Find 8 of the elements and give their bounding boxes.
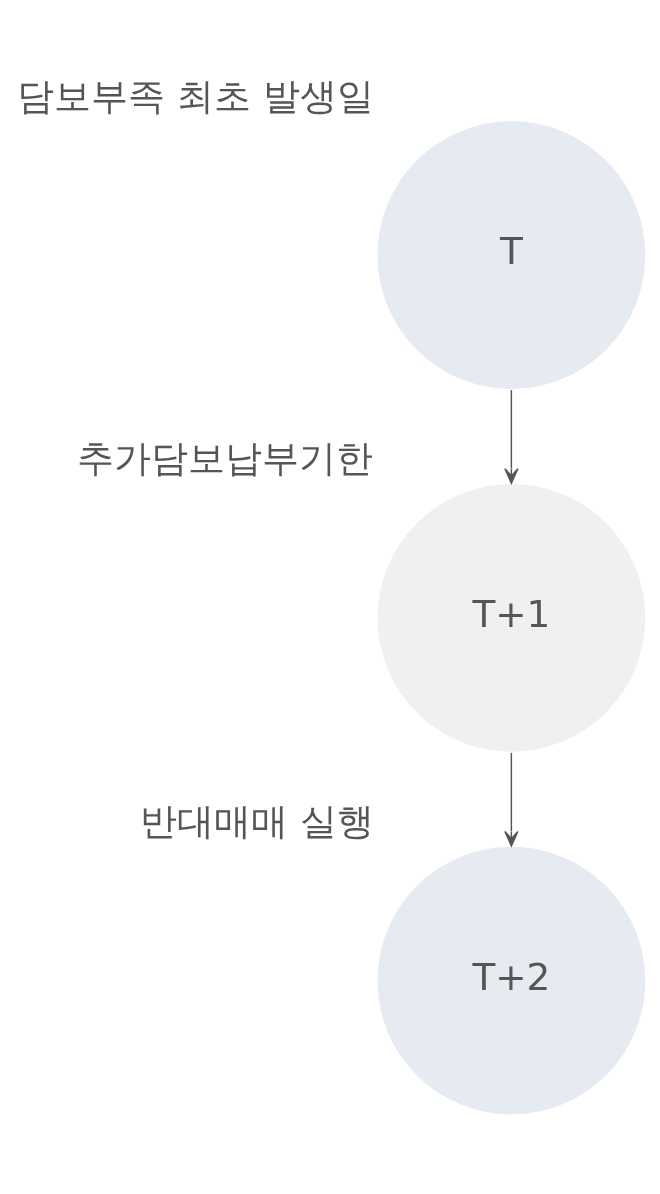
node-label: 반대매매 실행 [140,799,375,844]
node-label: 추가담보납부기한 [76,436,373,481]
node-circle: T+1 [376,482,647,754]
arrow [504,389,519,484]
node-circle: T+2 [376,845,647,1116]
arrow [504,752,519,847]
node-circle: T [376,119,647,391]
node-label: 담보부족 최초 발생일 [17,73,374,118]
